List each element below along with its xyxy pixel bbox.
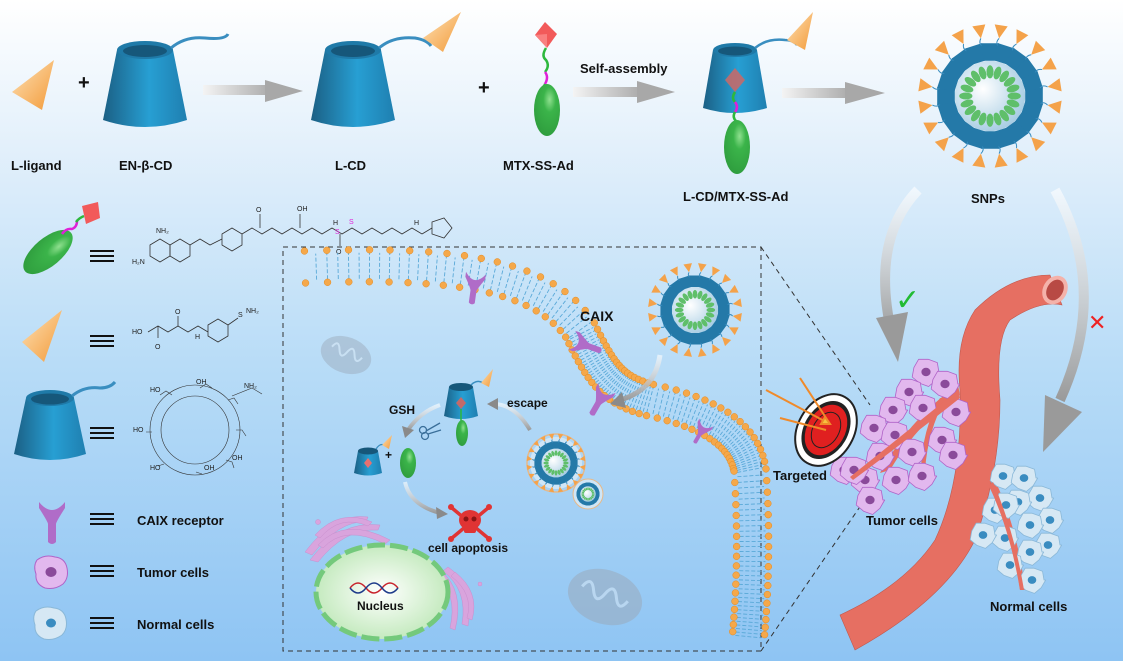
snp-approaching <box>648 263 742 357</box>
nucleus <box>313 542 451 642</box>
en-cd-structure <box>146 383 263 476</box>
endosome <box>526 433 586 493</box>
gsh-cleavage-arrow <box>402 403 441 438</box>
dna-icon <box>349 582 399 594</box>
assembly-arrow <box>782 82 885 104</box>
svg-text:NH₂: NH₂ <box>156 228 169 235</box>
legend-mtx-icon <box>23 202 100 275</box>
label-caix: CAIX <box>580 308 614 324</box>
plus-sign: + <box>385 448 393 462</box>
escape-arrow <box>487 398 532 432</box>
equivalence-symbols <box>90 250 114 629</box>
label-gsh: GSH <box>389 403 416 417</box>
svg-text:NH₂: NH₂ <box>244 383 257 390</box>
en-cd-icon <box>103 33 230 127</box>
cross-mark-icon: ✕ <box>1088 311 1106 336</box>
mtx-structure-labels: NH₂ H₂N OH O O H H S S <box>132 206 419 266</box>
mitochondrion-icon <box>320 335 372 375</box>
label-escape: escape <box>507 396 548 410</box>
label-tumor-cells: Tumor cells <box>866 513 939 528</box>
cleaved-cd <box>354 435 392 476</box>
label-l-ligand: L-ligand <box>11 158 62 173</box>
label-cell-apoptosis: cell apoptosis <box>428 541 509 555</box>
label-normal-cells: Normal cells <box>990 599 1068 614</box>
released-mtx <box>400 448 416 478</box>
label-nucleus: Nucleus <box>357 599 404 613</box>
label-l-cd: L-CD <box>335 158 367 173</box>
svg-text:S: S <box>238 312 243 319</box>
tumor-targeting-arrow <box>876 186 922 362</box>
svg-text:O: O <box>175 309 181 316</box>
check-mark-icon: ✓ <box>895 283 920 318</box>
mtx-ss-ad-icon <box>534 22 560 136</box>
plus-sign: + <box>78 72 90 94</box>
scissors-icon <box>418 422 442 441</box>
legend-normal-cell-icon <box>33 606 67 640</box>
legend-tumor-cell-icon <box>34 555 68 589</box>
svg-text:H: H <box>195 334 200 341</box>
label-en-cd: EN-β-CD <box>119 158 173 173</box>
snp-nanoparticle <box>918 24 1062 168</box>
svg-text:OH: OH <box>297 206 308 213</box>
en-cd-structure-labels: HO OH NH₂ HO OH HO OH <box>133 379 257 472</box>
l-cd-icon <box>311 12 461 127</box>
svg-text:HO: HO <box>133 427 144 434</box>
released-complex <box>444 369 493 446</box>
svg-text:S: S <box>335 229 340 236</box>
label-complex: L-CD/MTX-SS-Ad <box>683 189 789 204</box>
legend-normal-label: Normal cells <box>137 617 215 632</box>
svg-text:O: O <box>155 344 161 351</box>
label-self-assembly: Self-assembly <box>580 61 668 76</box>
mitochondrion-icon <box>567 568 643 626</box>
label-mtx-ss-ad: MTX-SS-Ad <box>503 158 574 173</box>
self-assembly-arrow <box>573 81 675 103</box>
caix-receptor <box>465 271 714 444</box>
arrows-icon <box>765 377 832 431</box>
skull-crossbones-icon <box>448 504 492 542</box>
normal-cell-cluster <box>969 463 1065 594</box>
svg-text:S: S <box>349 219 354 226</box>
endoplasmic-reticulum <box>304 516 483 631</box>
svg-text:HO: HO <box>132 329 143 336</box>
mtx-ss-ad-structure <box>149 214 453 263</box>
legend-cd-icon <box>14 380 117 460</box>
legend-caix-label: CAIX receptor <box>137 513 224 528</box>
label-snps: SNPs <box>971 191 1005 206</box>
svg-text:OH: OH <box>204 465 215 472</box>
complex-icon <box>703 12 813 174</box>
svg-text:OH: OH <box>196 379 207 386</box>
svg-text:H: H <box>414 220 419 227</box>
vessel-branch <box>850 390 1024 590</box>
svg-text:O: O <box>336 249 342 256</box>
normal-tissue-arrow <box>1043 187 1089 452</box>
label-targeted: Targeted <box>773 468 827 483</box>
svg-text:O: O <box>256 207 262 214</box>
tumor-cell-cluster <box>829 358 972 515</box>
svg-text:HO: HO <box>150 465 161 472</box>
ligand-structure <box>147 316 239 343</box>
l-ligand-icon <box>12 60 54 110</box>
apoptosis-arrow <box>403 481 448 519</box>
svg-text:H₂N: H₂N <box>132 259 145 266</box>
legend-caix-icon <box>39 502 65 544</box>
svg-text:NH₂: NH₂ <box>246 308 259 315</box>
svg-text:OH: OH <box>232 455 243 462</box>
ligand-structure-labels: HO O O H S NH₂ <box>132 308 259 351</box>
cell-membrane <box>300 246 773 639</box>
legend-ligand-icon <box>22 310 62 362</box>
plus-sign: + <box>478 77 490 99</box>
svg-text:H: H <box>333 220 338 227</box>
reaction-arrow <box>203 80 303 102</box>
svg-text:HO: HO <box>150 387 161 394</box>
endocytosis-arrow <box>610 354 663 408</box>
legend-tumor-label: Tumor cells <box>137 565 210 580</box>
endosome-small <box>572 478 604 510</box>
